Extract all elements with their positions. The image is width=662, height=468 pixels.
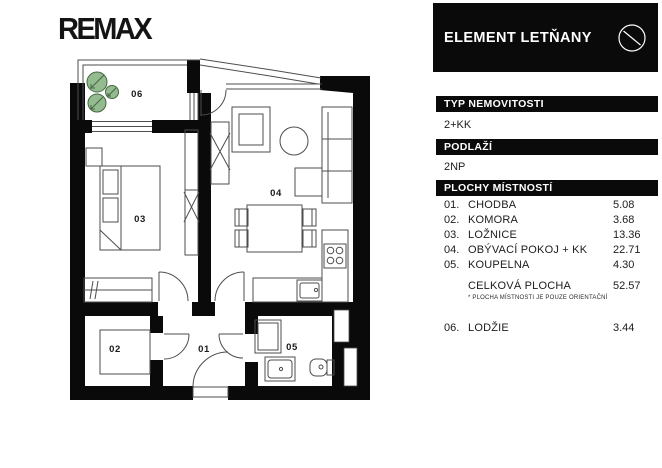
room-number: 02. bbox=[444, 213, 460, 226]
project-header: ELEMENT LETŇANY bbox=[433, 3, 658, 72]
loggia-area-row: 06. LODŽIE 3.44 bbox=[436, 320, 658, 335]
room-name: CHODBA bbox=[468, 198, 517, 211]
label-hall: 01 bbox=[198, 344, 210, 355]
structure-lines bbox=[77, 58, 322, 132]
compass-icon bbox=[618, 23, 646, 52]
room-area-row: 04. OBÝVACÍ POKOJ + KK 22.71 bbox=[436, 242, 658, 257]
door-arcs bbox=[158, 89, 245, 398]
chair bbox=[302, 229, 317, 248]
room-area: 22.71 bbox=[613, 243, 641, 256]
type-section-bar: TYP NEMOVITOSTI bbox=[436, 96, 658, 112]
closet-living bbox=[210, 121, 230, 185]
room-area-row: 02. KOMORA 3.68 bbox=[436, 212, 658, 227]
storage-shelf bbox=[99, 329, 151, 375]
chair bbox=[234, 208, 249, 227]
pillow bbox=[102, 169, 119, 195]
chair bbox=[234, 229, 249, 248]
total-area-row: CELKOVÁ PLOCHA 52.57 bbox=[436, 278, 658, 293]
washer bbox=[254, 319, 282, 354]
nightstand bbox=[85, 147, 103, 167]
stove bbox=[323, 243, 347, 269]
room-number: 03. bbox=[444, 228, 460, 241]
floorplan: 06 03 04 02 01 05 bbox=[70, 58, 370, 400]
wall-niches bbox=[333, 309, 358, 387]
chair bbox=[302, 208, 317, 227]
toilet bbox=[309, 358, 328, 377]
room-name: KOUPELNA bbox=[468, 258, 530, 271]
bathroom-furniture bbox=[254, 319, 335, 382]
room-number: 01. bbox=[444, 198, 460, 211]
room-area: 3.68 bbox=[613, 213, 635, 226]
dining-table bbox=[246, 204, 303, 253]
bath-sink bbox=[264, 356, 296, 382]
room-area: 13.36 bbox=[613, 228, 641, 241]
label-bedroom: 03 bbox=[134, 214, 146, 225]
room-number: 05. bbox=[444, 258, 460, 271]
label-bath: 05 bbox=[286, 342, 298, 353]
room-area-list: 01. CHODBA 5.08 02. KOMORA 3.68 03. LOŽN… bbox=[436, 197, 658, 272]
total-label: CELKOVÁ PLOCHA bbox=[468, 279, 572, 292]
floor-value: 2NP bbox=[444, 161, 466, 173]
room-area: 4.30 bbox=[613, 258, 635, 271]
room-name: OBÝVACÍ POKOJ + KK bbox=[468, 243, 588, 256]
bedroom-furniture bbox=[83, 129, 200, 303]
room-labels: 06 03 04 02 01 05 bbox=[109, 89, 298, 355]
room-number: 06. bbox=[444, 321, 460, 334]
room-area: 3.44 bbox=[613, 321, 635, 334]
pillow bbox=[102, 197, 119, 223]
room-name: LOŽNICE bbox=[468, 228, 518, 241]
desk bbox=[83, 277, 153, 291]
label-storage: 02 bbox=[109, 344, 121, 355]
room-name: LODŽIE bbox=[468, 321, 509, 334]
room-area: 5.08 bbox=[613, 198, 635, 211]
room-number: 04. bbox=[444, 243, 460, 256]
type-value: 2+KK bbox=[444, 119, 472, 131]
living-furniture bbox=[209, 106, 353, 303]
areas-section-bar: PLOCHY MÍSTNOSTÍ bbox=[436, 180, 658, 196]
total-value: 52.57 bbox=[613, 279, 641, 292]
label-loggia: 06 bbox=[131, 89, 143, 100]
storage-furniture bbox=[99, 329, 151, 375]
closet-bedroom bbox=[184, 129, 199, 256]
remax-logo: REMAX bbox=[58, 13, 153, 47]
room-area-row: 01. CHODBA 5.08 bbox=[436, 197, 658, 212]
round-table bbox=[279, 126, 309, 156]
floor-section-bar: PODLAŽÍ bbox=[436, 139, 658, 155]
loggia-plants bbox=[86, 71, 119, 113]
armchair bbox=[231, 106, 271, 153]
room-area-row: 03. LOŽNICE 13.36 bbox=[436, 227, 658, 242]
room-name: KOMORA bbox=[468, 213, 519, 226]
area-footnote: * PLOCHA MÍSTNOSTI JE POUZE ORIENTAČNÍ bbox=[468, 295, 608, 301]
room-area-row: 05. KOUPELNA 4.30 bbox=[436, 257, 658, 272]
label-living: 04 bbox=[270, 188, 282, 199]
kitchen-sink bbox=[296, 279, 323, 302]
project-title: ELEMENT LETŇANY bbox=[444, 29, 592, 46]
coffee-table bbox=[294, 167, 323, 197]
sofa bbox=[321, 106, 353, 204]
bed bbox=[99, 165, 161, 251]
